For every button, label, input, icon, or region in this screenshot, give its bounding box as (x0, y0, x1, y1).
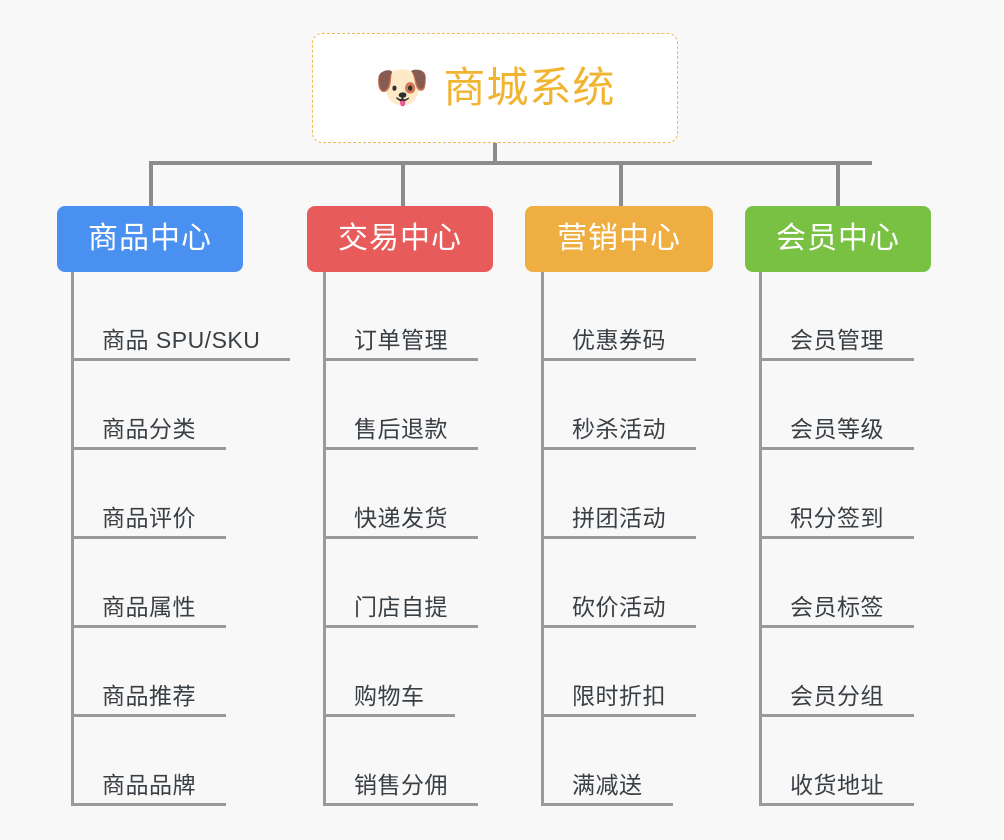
leaf-label: 购物车 (354, 683, 425, 709)
leaf-item[interactable]: 满减送 (541, 717, 673, 806)
leaf-underline (541, 358, 696, 361)
leaf-label: 销售分佣 (354, 772, 448, 798)
leaf-label: 会员标签 (790, 594, 884, 620)
connector-root-stem (493, 143, 497, 164)
leaf-item[interactable]: 商品品牌 (71, 717, 260, 806)
leaf-item[interactable]: 积分签到 (759, 450, 914, 539)
leaf-item[interactable]: 门店自提 (323, 539, 478, 628)
leaf-item[interactable]: 会员分组 (759, 628, 914, 717)
leaf-item[interactable]: 拼团活动 (541, 450, 696, 539)
leaf-underline (541, 803, 673, 806)
leaf-label: 砍价活动 (572, 594, 666, 620)
leaf-column-member-center: 会员管理 会员等级 积分签到 会员标签 会员分组 收货地址 (759, 272, 914, 806)
leaf-underline (323, 358, 478, 361)
leaf-label: 商品评价 (102, 505, 196, 531)
leaf-underline (71, 625, 226, 628)
leaf-label: 积分签到 (790, 505, 884, 531)
leaf-item[interactable]: 商品推荐 (71, 628, 260, 717)
leaf-label: 商品品牌 (102, 772, 196, 798)
category-label: 交易中心 (338, 222, 462, 255)
category-label: 营销中心 (557, 222, 681, 255)
leaf-label: 会员等级 (790, 416, 884, 442)
leaf-label: 门店自提 (354, 594, 448, 620)
leaf-label: 会员分组 (790, 683, 884, 709)
leaf-item[interactable]: 商品评价 (71, 450, 260, 539)
leaf-item[interactable]: 收货地址 (759, 717, 914, 806)
leaf-underline (759, 447, 914, 450)
leaf-label: 商品属性 (102, 594, 196, 620)
root-node-shopping-mall-system[interactable]: 🐶 商城系统 (312, 33, 678, 143)
leaf-underline (759, 358, 914, 361)
leaf-label: 限时折扣 (572, 683, 666, 709)
leaf-underline (323, 714, 455, 717)
leaf-item[interactable]: 订单管理 (323, 272, 478, 361)
connector-drop-4 (836, 161, 840, 206)
leaf-label: 收货地址 (790, 772, 884, 798)
leaf-label: 快递发货 (354, 505, 448, 531)
connector-drop-1 (149, 161, 153, 206)
leaf-column-marketing-center: 优惠券码 秒杀活动 拼团活动 砍价活动 限时折扣 满减送 (541, 272, 696, 806)
connector-drop-3 (619, 161, 623, 206)
leaf-column-product-center: 商品 SPU/SKU 商品分类 商品评价 商品属性 商品推荐 商品品牌 (71, 272, 290, 806)
leaf-underline (71, 358, 290, 361)
connector-drop-2 (401, 161, 405, 206)
leaf-item[interactable]: 销售分佣 (323, 717, 478, 806)
leaf-underline (323, 447, 478, 450)
dog-face-icon: 🐶 (374, 63, 430, 112)
leaf-spine (541, 272, 544, 806)
leaf-label: 售后退款 (354, 416, 448, 442)
leaf-label: 拼团活动 (572, 505, 666, 531)
category-label: 商品中心 (88, 222, 212, 255)
leaf-underline (759, 536, 914, 539)
leaf-underline (71, 803, 226, 806)
leaf-label: 会员管理 (790, 327, 884, 353)
category-box-member-center[interactable]: 会员中心 (745, 206, 931, 272)
leaf-label: 订单管理 (354, 327, 448, 353)
leaf-item[interactable]: 会员管理 (759, 272, 914, 361)
leaf-underline (541, 536, 696, 539)
leaf-label: 商品推荐 (102, 683, 196, 709)
leaf-underline (71, 714, 226, 717)
leaf-underline (759, 625, 914, 628)
leaf-item[interactable]: 优惠券码 (541, 272, 696, 361)
category-box-marketing-center[interactable]: 营销中心 (525, 206, 713, 272)
leaf-underline (71, 447, 226, 450)
leaf-underline (541, 625, 696, 628)
leaf-underline (323, 625, 478, 628)
leaf-item[interactable]: 会员标签 (759, 539, 914, 628)
leaf-underline (541, 714, 696, 717)
category-box-trade-center[interactable]: 交易中心 (307, 206, 493, 272)
leaf-label: 满减送 (572, 772, 643, 798)
leaf-item[interactable]: 售后退款 (323, 361, 478, 450)
leaf-underline (323, 536, 478, 539)
category-box-product-center[interactable]: 商品中心 (57, 206, 243, 272)
leaf-spine (759, 272, 762, 806)
leaf-item[interactable]: 快递发货 (323, 450, 478, 539)
leaf-item[interactable]: 秒杀活动 (541, 361, 696, 450)
leaf-column-trade-center: 订单管理 售后退款 快递发货 门店自提 购物车 销售分佣 (323, 272, 478, 806)
connector-horizontal-bus (149, 161, 872, 165)
leaf-item[interactable]: 会员等级 (759, 361, 914, 450)
leaf-label: 优惠券码 (572, 327, 666, 353)
category-label: 会员中心 (776, 222, 900, 255)
root-title: 商城系统 (443, 64, 616, 111)
leaf-item[interactable]: 商品 SPU/SKU (71, 272, 290, 361)
leaf-spine (323, 272, 326, 806)
leaf-item[interactable]: 砍价活动 (541, 539, 696, 628)
leaf-underline (323, 803, 478, 806)
leaf-underline (759, 803, 914, 806)
leaf-label: 商品分类 (102, 416, 196, 442)
leaf-label: 商品 SPU/SKU (102, 327, 261, 353)
leaf-item[interactable]: 商品属性 (71, 539, 260, 628)
leaf-underline (759, 714, 914, 717)
leaf-label: 秒杀活动 (572, 416, 666, 442)
leaf-item[interactable]: 购物车 (323, 628, 455, 717)
leaf-underline (71, 536, 226, 539)
leaf-underline (541, 447, 696, 450)
leaf-item[interactable]: 商品分类 (71, 361, 260, 450)
leaf-spine (71, 272, 74, 806)
leaf-item[interactable]: 限时折扣 (541, 628, 696, 717)
